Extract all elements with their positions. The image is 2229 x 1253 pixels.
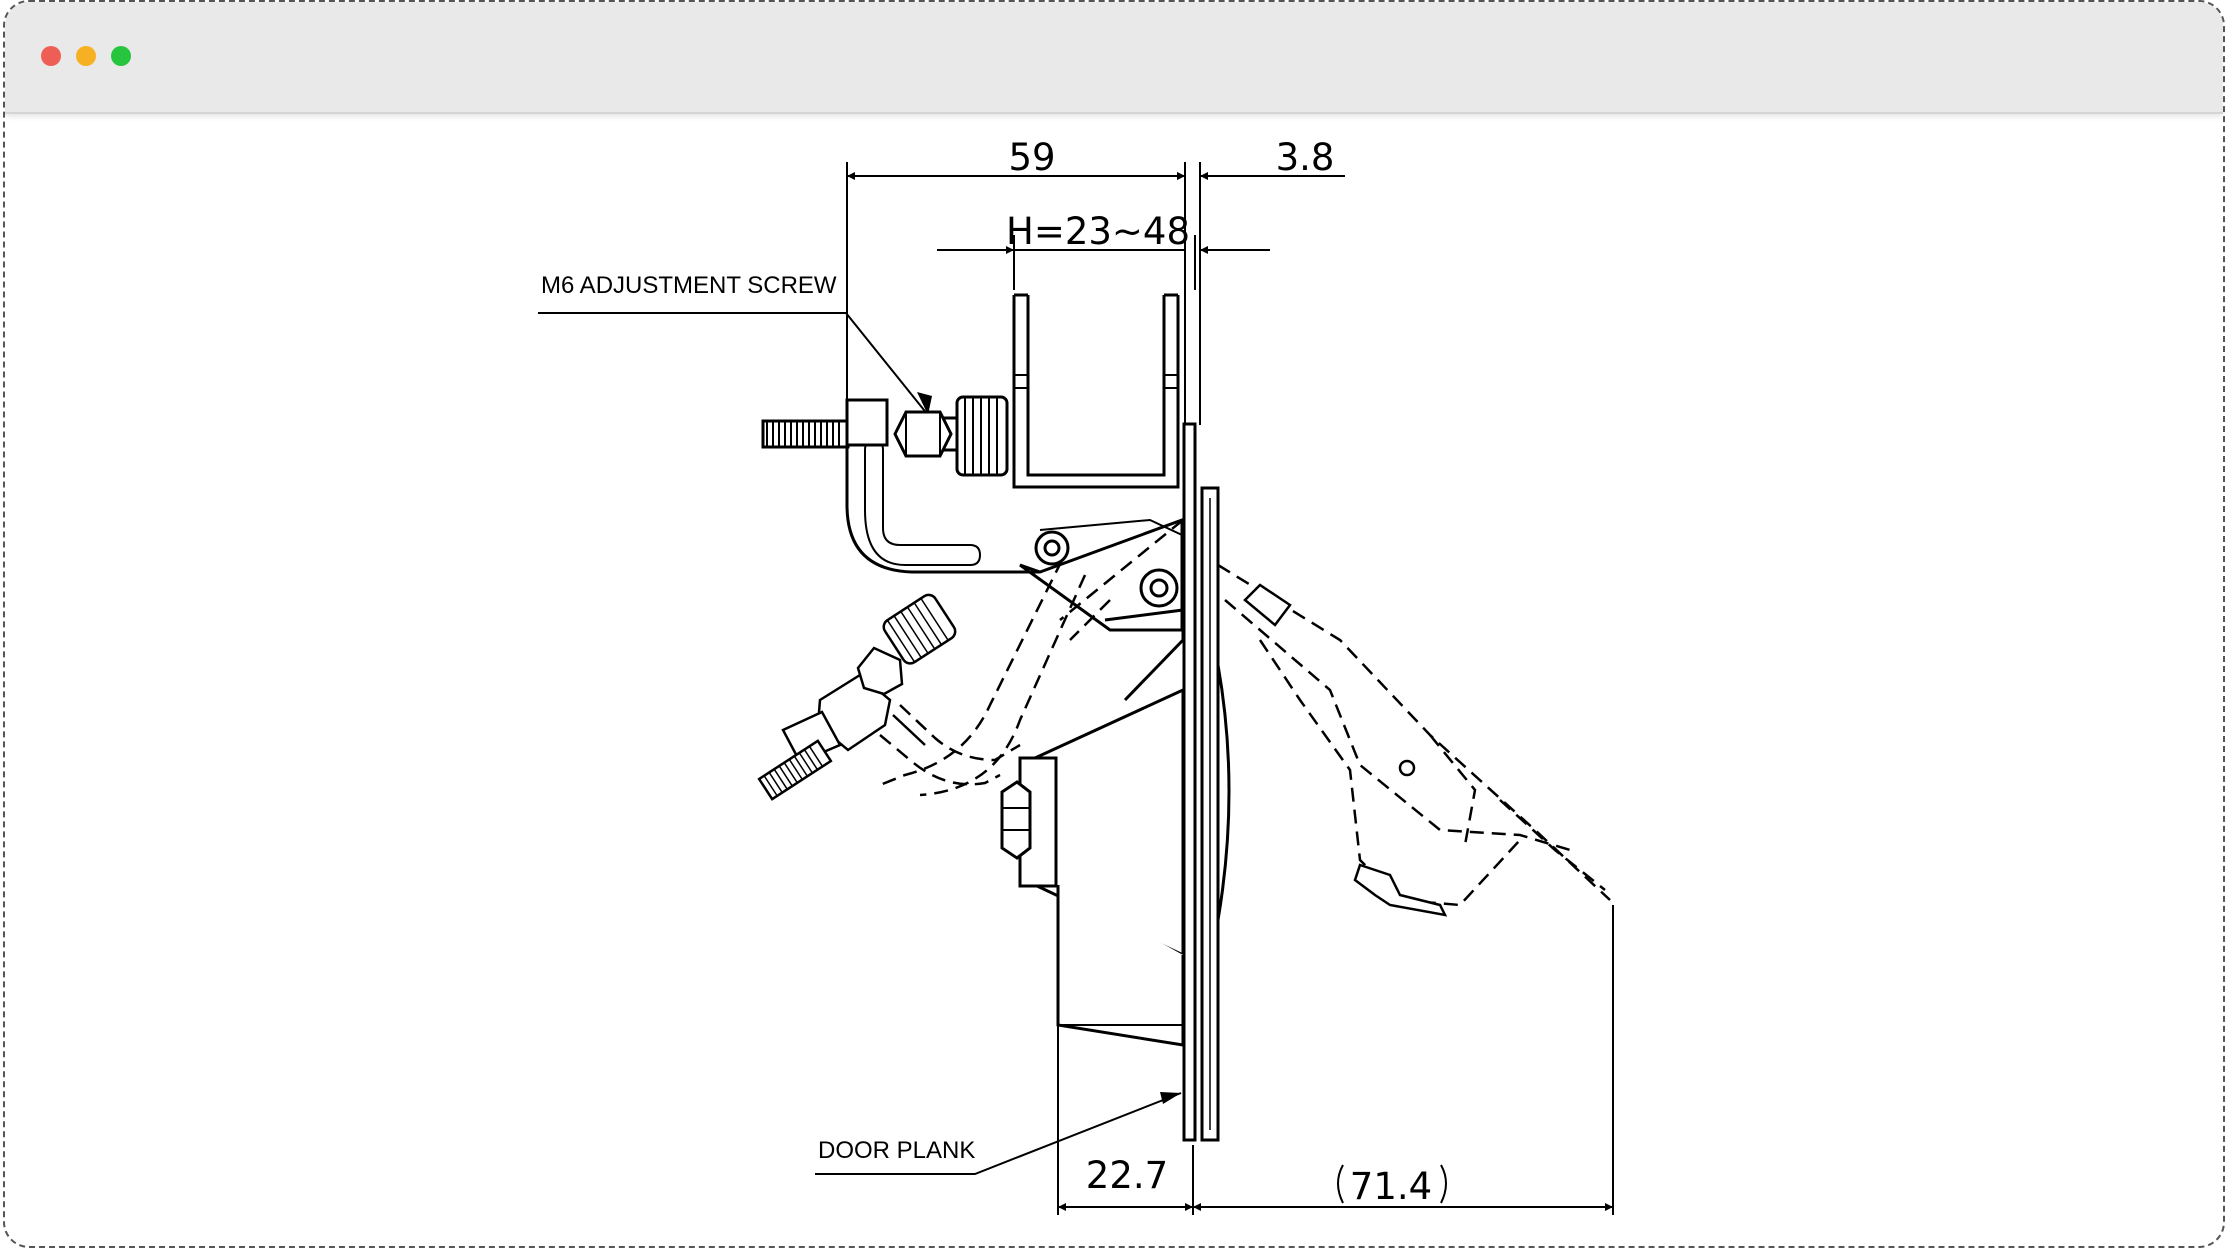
dimension-height-range: H=23~48: [1006, 210, 1190, 253]
maximize-button[interactable]: [111, 46, 131, 66]
title-bar: [5, 2, 2223, 114]
dimension-71-4-group: 71.4: [1337, 1164, 1447, 1208]
open-position-outline: [879, 519, 1611, 907]
browser-window: [3, 0, 2225, 1248]
m6-adjustment-screw: [761, 395, 1009, 477]
handle-body: [1000, 608, 1231, 1047]
dimension-3-8: 3.8: [1276, 136, 1335, 179]
latch-arm: [845, 398, 1184, 632]
callout-door-plank: DOOR PLANK: [818, 1137, 975, 1164]
dimension-71-4: 71.4: [1350, 1165, 1432, 1208]
dimension-59: 59: [1008, 136, 1055, 179]
open-position-paddle: [1243, 583, 1448, 917]
door-plank: [1182, 422, 1220, 1142]
close-button[interactable]: [41, 46, 61, 66]
dimension-lines: [846, 162, 1614, 1215]
dimension-22-7: 22.7: [1086, 1154, 1168, 1197]
minimize-button[interactable]: [76, 46, 96, 66]
u-bracket: [1012, 293, 1180, 489]
open-position-screw: [757, 593, 1021, 801]
callout-adjustment-screw: M6 ADJUSTMENT SCREW: [541, 272, 837, 299]
callout-leaders: [538, 312, 1182, 1175]
